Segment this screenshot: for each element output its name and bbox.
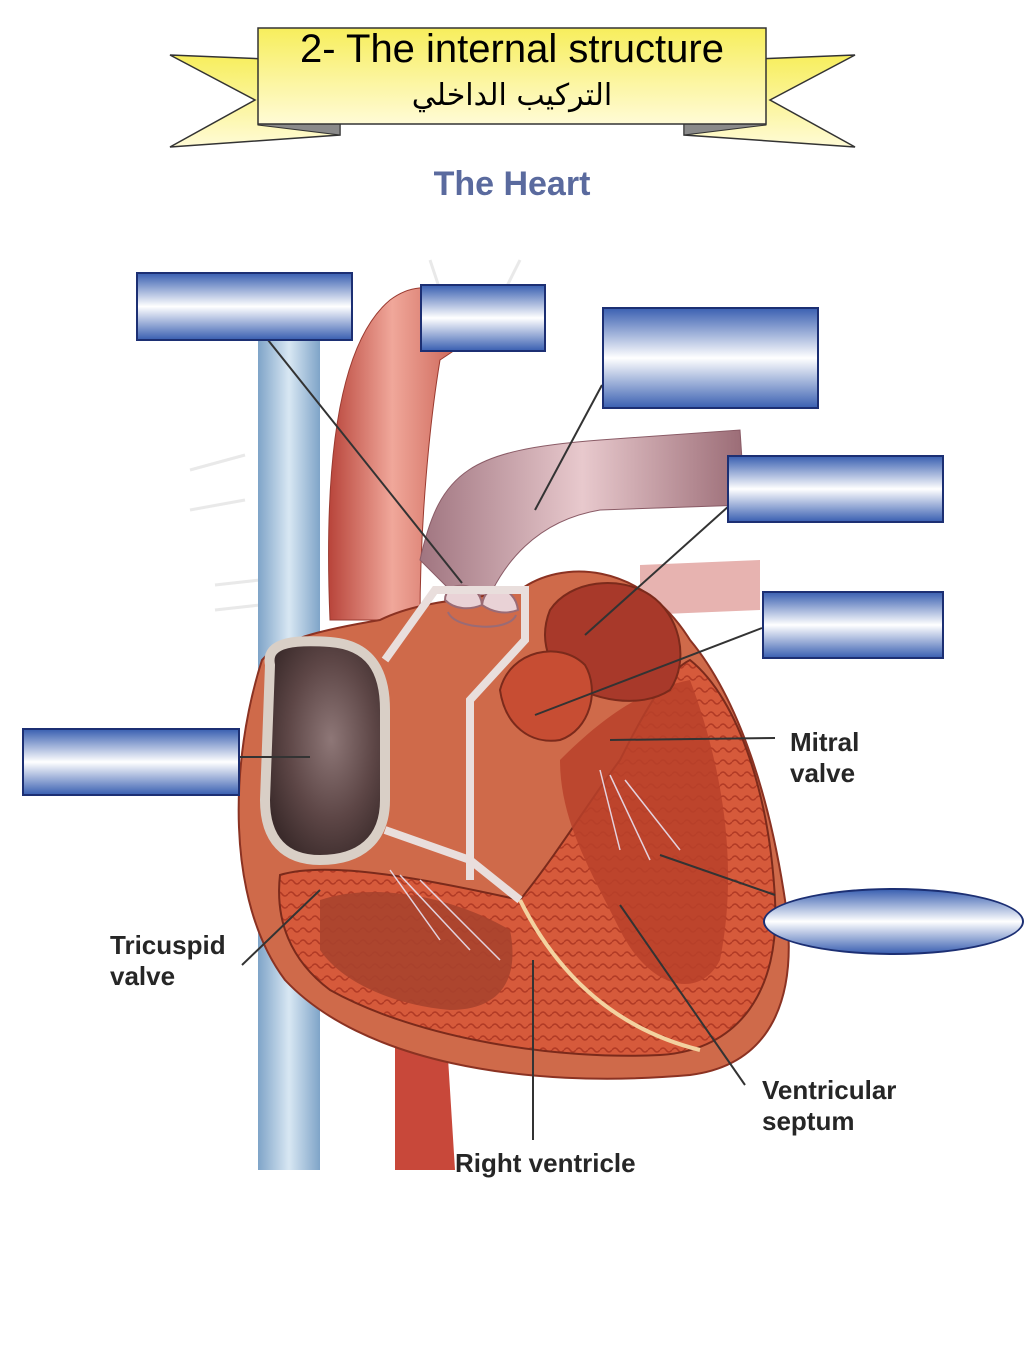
- label-septum-line2: septum: [762, 1106, 855, 1136]
- label-septum-line1: Ventricular: [762, 1075, 897, 1105]
- blank-label-box-aorta[interactable]: [136, 272, 353, 341]
- blank-label-box-aortic-valve[interactable]: [762, 591, 944, 659]
- label-tricuspid-valve: Tricuspid valve: [110, 930, 226, 992]
- label-mitral-line1: Mitral: [790, 727, 860, 757]
- banner-subtitle: التركيب الداخلي: [411, 78, 613, 113]
- label-right-ventricle: Right ventricle: [455, 1148, 636, 1178]
- label-tricuspid-line1: Tricuspid: [110, 930, 226, 960]
- label-mitral-line2: valve: [790, 758, 856, 788]
- blank-label-box-right-atrium[interactable]: [22, 728, 240, 796]
- blank-label-box-pulmonary-artery[interactable]: [602, 307, 819, 409]
- blank-label-oval-left-ventricle[interactable]: [763, 888, 1024, 955]
- blank-label-box-vessel[interactable]: [420, 284, 546, 352]
- banner-title: 2- The internal structure: [300, 27, 724, 71]
- blank-label-box-left-atrium[interactable]: [727, 455, 944, 523]
- label-mitral-valve: Mitral valve: [790, 727, 859, 789]
- label-tricuspid-line2: valve: [110, 961, 176, 991]
- title-banner: [169, 27, 856, 148]
- diagram-title: The Heart: [433, 165, 591, 203]
- label-ventricular-septum: Ventricular septum: [762, 1075, 896, 1137]
